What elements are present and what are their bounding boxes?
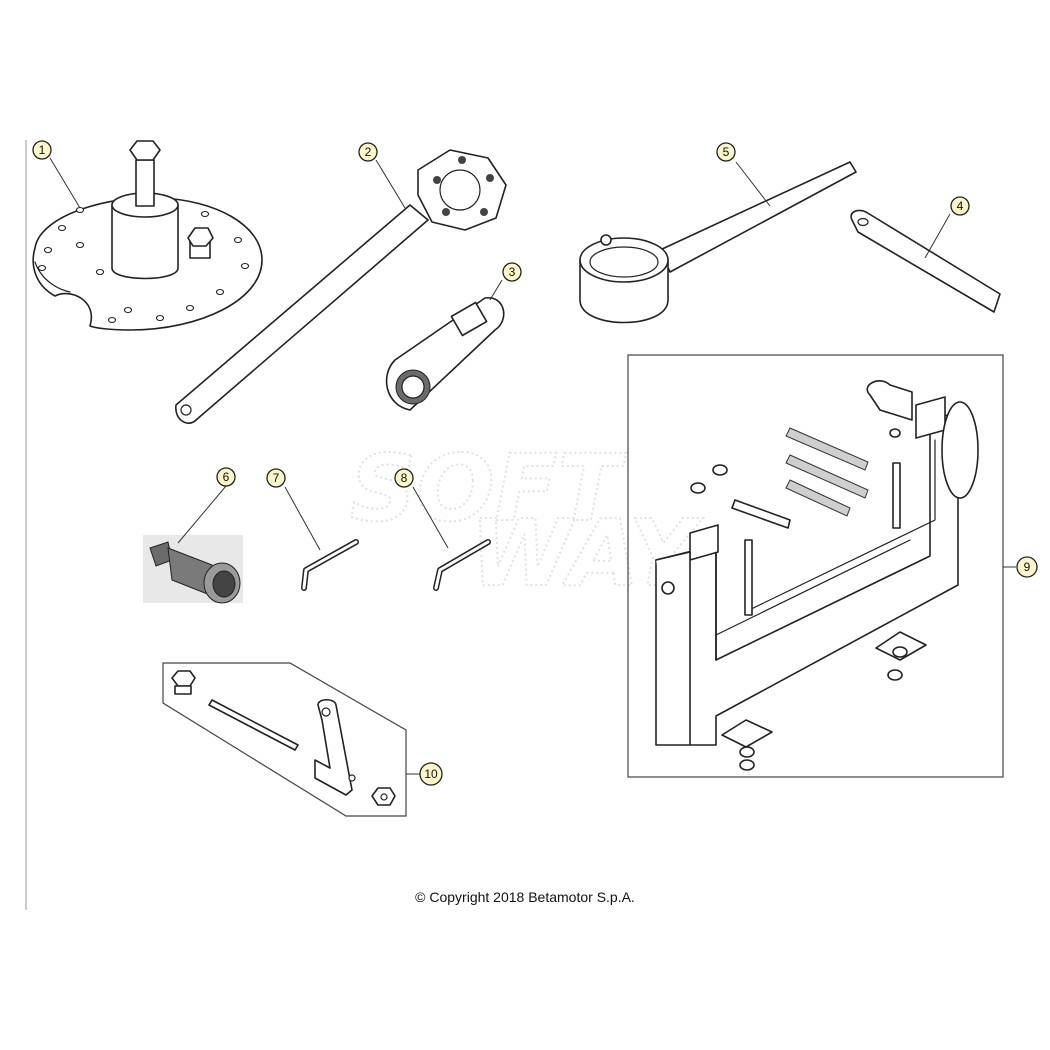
copyright-notice: © Copyright 2018 Betamotor S.p.A.: [415, 889, 635, 905]
callout-7[interactable]: 7: [266, 468, 286, 488]
part-2-holding-wrench[interactable]: [175, 149, 507, 424]
callout-10-label: 10: [424, 767, 438, 781]
part-6-socket-adapter[interactable]: [143, 535, 243, 604]
callout-10[interactable]: 10: [419, 762, 443, 786]
callout-7-label: 7: [273, 471, 280, 485]
callout-3[interactable]: 3: [502, 262, 522, 282]
callout-5-label: 5: [723, 145, 730, 159]
callout-4[interactable]: 4: [950, 196, 970, 216]
part-3-splined-holder[interactable]: [385, 297, 505, 411]
callout-9-label: 9: [1024, 560, 1031, 574]
callout-9[interactable]: 9: [1016, 556, 1038, 578]
watermark-line-1: SOFT: [350, 435, 626, 542]
part-7-hex-key[interactable]: [301, 539, 359, 591]
leader-lines: [49, 157, 1016, 775]
part-1-puller-plate[interactable]: [32, 140, 263, 331]
callouts: 1 2 3 4 5 6 7 8 9 10: [32, 140, 1038, 786]
callout-6[interactable]: 6: [216, 467, 236, 487]
callout-1-label: 1: [39, 143, 46, 157]
callout-5[interactable]: 5: [716, 142, 736, 162]
part-5-cup-wrench[interactable]: [579, 161, 857, 324]
part-9-engine-stand[interactable]: [627, 354, 1004, 778]
callout-2-label: 2: [365, 145, 372, 159]
part-10-kit[interactable]: [162, 662, 407, 817]
callout-3-label: 3: [509, 265, 516, 279]
callout-8[interactable]: 8: [394, 468, 414, 488]
watermark: SOFT WAY: [349, 434, 705, 608]
part-8-hex-key[interactable]: [433, 539, 491, 591]
callout-2[interactable]: 2: [358, 142, 378, 162]
callout-4-label: 4: [957, 199, 964, 213]
callout-1[interactable]: 1: [32, 140, 52, 160]
part-4-flat-lever[interactable]: [850, 209, 1001, 313]
callout-6-label: 6: [223, 470, 230, 484]
callout-8-label: 8: [401, 471, 408, 485]
